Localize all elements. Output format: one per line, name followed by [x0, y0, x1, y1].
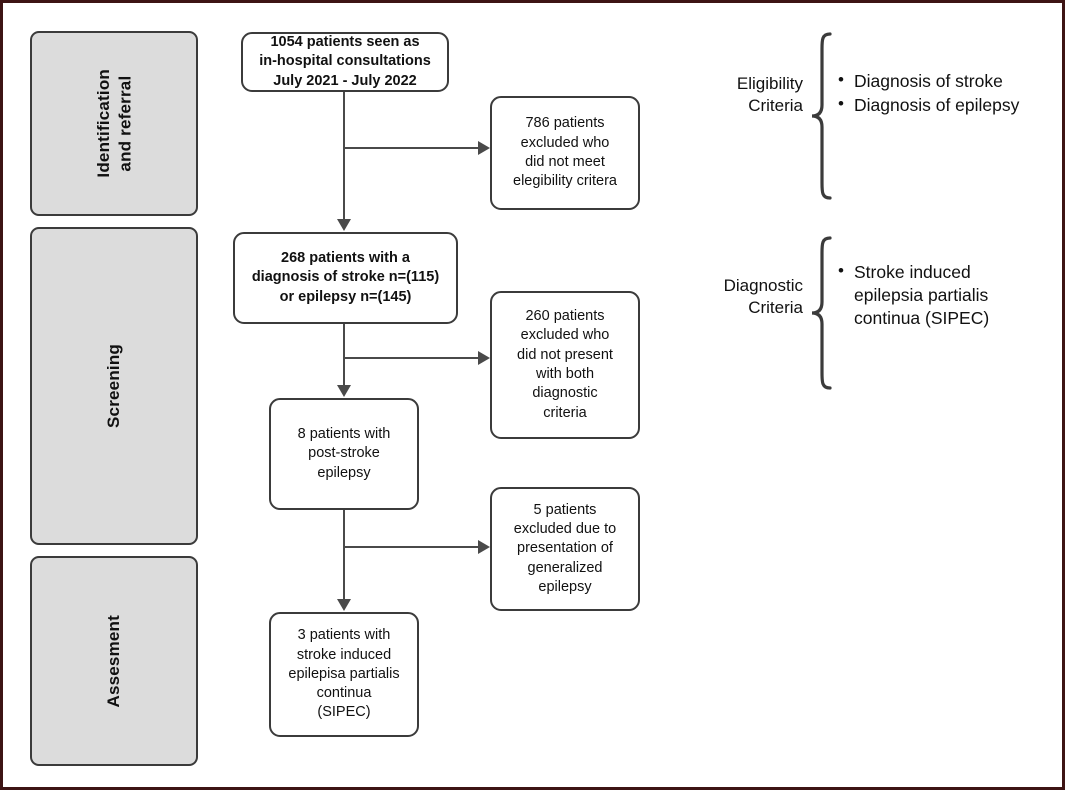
connector-eligible-to-post-stroke — [343, 324, 346, 386]
brace-diagnostic — [808, 235, 834, 391]
criteria-list-eligibility: Diagnosis of stroke Diagnosis of epileps… — [836, 69, 1061, 118]
arrow-eligible-to-post-stroke — [337, 385, 351, 397]
connector-branch-eligibility-exclusion — [344, 147, 480, 150]
stage-label-assessment: Assesment — [104, 614, 124, 708]
criteria-title-diagnostic: Diagnostic Criteria — [723, 276, 803, 318]
flow-box-eligible-text: 268 patients with a diagnosis of stroke … — [251, 250, 440, 305]
brace-eligibility — [808, 31, 834, 201]
flow-box-enrolled-text: 1054 patients seen as in-hospital consul… — [259, 34, 431, 89]
flow-box-sipec-text: 3 patients with stroke induced epilepisa… — [288, 627, 400, 721]
stage-box-identification: Identification and referral — [30, 31, 198, 216]
flow-box-post-stroke-epilepsy: 8 patients with post-stroke epilepsy — [269, 398, 419, 510]
arrow-diagnostic-exclusion — [478, 351, 490, 365]
flow-box-excluded-eligibility-text: 786 patients excluded who did not meet e… — [513, 115, 617, 190]
arrow-generalized-exclusion — [478, 540, 490, 554]
flow-box-excluded-diagnostic: 260 patients excluded who did not presen… — [490, 291, 640, 439]
flow-box-excluded-generalized-text: 5 patients excluded due to presentation … — [513, 501, 617, 595]
criteria-list-diagnostic: Stroke induced epilepsia partialis conti… — [836, 260, 1061, 331]
stage-box-screening: Screening — [30, 227, 198, 545]
criteria-item: Diagnosis of epilepsy — [836, 93, 1061, 117]
connector-branch-diagnostic-exclusion — [344, 357, 480, 360]
brace-eligibility-svg — [811, 32, 832, 200]
flowchart-canvas: Identification and referral Screening As… — [3, 3, 1062, 787]
stage-label-identification: Identification and referral — [93, 69, 134, 178]
connector-branch-generalized-exclusion — [344, 546, 480, 549]
criteria-item: Stroke induced epilepsia partialis conti… — [836, 260, 1061, 330]
arrow-eligibility-exclusion — [478, 141, 490, 155]
arrow-enrolled-to-eligible — [337, 219, 351, 231]
criteria-item: Diagnosis of stroke — [836, 69, 1061, 93]
connector-enrolled-to-eligible — [343, 92, 346, 219]
flow-box-excluded-eligibility: 786 patients excluded who did not meet e… — [490, 96, 640, 210]
flow-box-enrolled: 1054 patients seen as in-hospital consul… — [241, 32, 449, 92]
flow-box-sipec: 3 patients with stroke induced epilepisa… — [269, 612, 419, 737]
stage-box-assessment: Assesment — [30, 556, 198, 766]
arrow-post-stroke-to-sipec — [337, 599, 351, 611]
flow-box-excluded-generalized: 5 patients excluded due to presentation … — [490, 487, 640, 611]
flow-box-excluded-diagnostic-text: 260 patients excluded who did not presen… — [517, 308, 613, 421]
flow-box-post-stroke-epilepsy-text: 8 patients with post-stroke epilepsy — [297, 426, 391, 481]
brace-diagnostic-svg — [811, 236, 832, 390]
flow-box-eligible: 268 patients with a diagnosis of stroke … — [233, 232, 458, 324]
criteria-title-eligibility: Eligibility Criteria — [736, 74, 803, 116]
stage-label-screening: Screening — [104, 344, 124, 428]
connector-post-stroke-to-sipec — [343, 510, 346, 600]
